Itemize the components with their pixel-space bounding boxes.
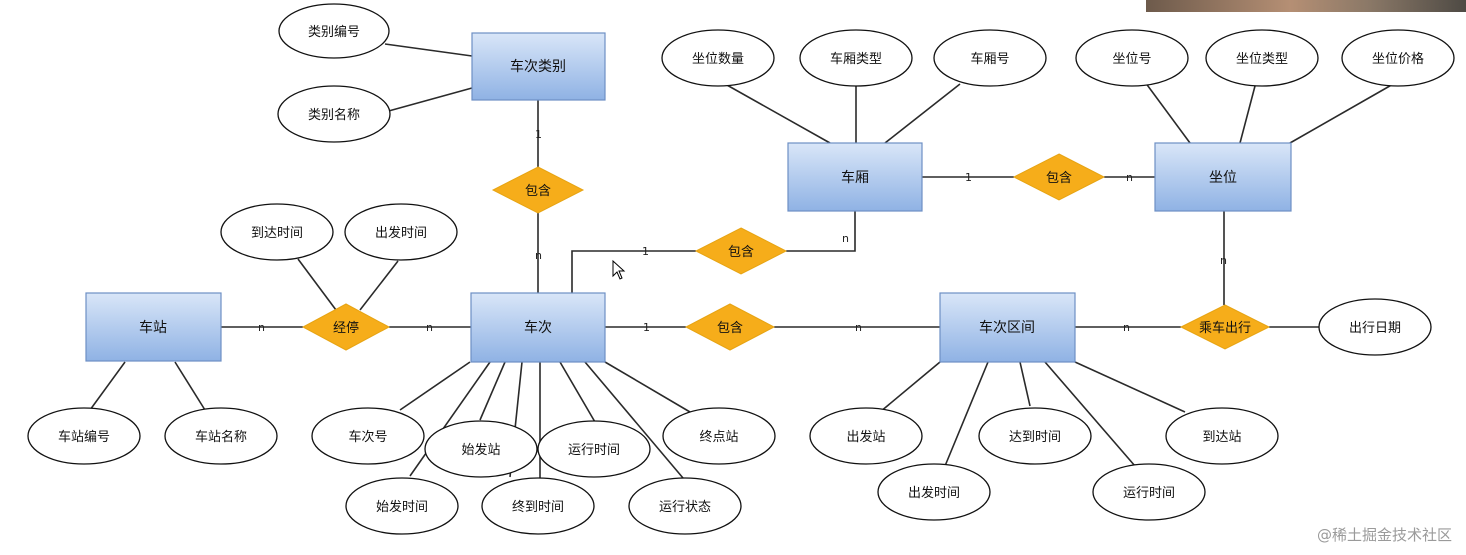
watermark: @稀土掘金技术社区 (1316, 526, 1452, 544)
attribute-origin-time[interactable]: 始发时间 (345, 477, 459, 535)
attribute-label: 出发站 (846, 429, 885, 445)
attribute-label: 坐位类型 (1236, 52, 1288, 67)
attribute-depart-time[interactable]: 出发时间 (344, 203, 458, 261)
entity-label: 坐位 (1209, 170, 1237, 186)
entity-label: 车次 (524, 319, 552, 336)
attribute-run-status[interactable]: 运行状态 (628, 477, 742, 535)
cardinality-one: 1 (642, 245, 649, 258)
attribute-category-no[interactable]: 类别编号 (278, 3, 390, 59)
attribute-label: 到达站 (1202, 430, 1241, 445)
entity-train-category[interactable]: 车次类别 (471, 32, 606, 101)
relationship-label: 经停 (333, 320, 359, 336)
cardinality-one: 1 (965, 171, 972, 184)
cardinality-many: n (426, 321, 433, 334)
cardinality-one: 1 (643, 321, 650, 334)
relationship-category-contains[interactable]: 包含 (491, 166, 585, 214)
entity-segment[interactable]: 车次区间 (939, 292, 1076, 363)
attribute-label: 车站名称 (195, 429, 247, 445)
attribute-category-name[interactable]: 类别名称 (277, 85, 391, 143)
attribute-seg-depart-time[interactable]: 出发时间 (877, 463, 991, 521)
attribute-label: 出行日期 (1349, 321, 1401, 336)
attribute-terminal-time[interactable]: 终到时间 (481, 477, 595, 535)
cardinality-many: n (1220, 254, 1227, 267)
attribute-label: 达到时间 (1009, 430, 1061, 445)
webcam-overlay (1146, 0, 1466, 12)
attribute-label: 运行时间 (1123, 486, 1175, 501)
cardinality-many: n (1126, 171, 1133, 184)
attribute-seg-arrive-time[interactable]: 达到时间 (978, 407, 1092, 465)
relationship-label: 乘车出行 (1199, 320, 1251, 336)
entity-label: 车站 (139, 319, 167, 336)
attribute-terminal-station[interactable]: 终点站 (662, 407, 776, 465)
relationship-label: 包含 (717, 320, 743, 336)
attribute-seg-arrive-station[interactable]: 到达站 (1165, 407, 1279, 465)
attribute-origin-station[interactable]: 始发站 (424, 420, 538, 478)
attribute-run-time[interactable]: 运行时间 (537, 420, 651, 478)
entity-car[interactable]: 车厢 (787, 142, 923, 212)
attribute-label: 出发时间 (908, 485, 960, 501)
relationship-label: 包含 (525, 183, 551, 199)
attribute-label: 类别编号 (308, 25, 360, 40)
attribute-seg-depart-station[interactable]: 出发站 (809, 407, 923, 465)
attribute-label: 出发时间 (375, 225, 427, 241)
attribute-label: 始发站 (461, 442, 500, 458)
attribute-seat-count[interactable]: 坐位数量 (661, 29, 775, 87)
relationship-stop[interactable]: 经停 (301, 303, 391, 351)
entity-station[interactable]: 车站 (85, 292, 222, 362)
attribute-label: 始发时间 (376, 499, 428, 515)
cardinality-labels: 1 n 1 n 1 n n n 1 n n n (258, 128, 1227, 334)
attribute-arrive-time[interactable]: 到达时间 (220, 203, 334, 261)
attribute-travel-date[interactable]: 出行日期 (1318, 298, 1432, 356)
attribute-seat-price[interactable]: 坐位价格 (1341, 29, 1455, 87)
relationship-ride[interactable]: 乘车出行 (1179, 304, 1271, 350)
attribute-label: 坐位数量 (692, 52, 744, 67)
attribute-label: 车厢类型 (830, 51, 882, 67)
attribute-label: 车站编号 (58, 429, 110, 445)
attribute-label: 终点站 (699, 429, 738, 445)
attribute-label: 坐位号 (1112, 52, 1151, 67)
attribute-label: 运行时间 (568, 443, 620, 458)
attribute-car-type[interactable]: 车厢类型 (799, 29, 913, 87)
cardinality-one: 1 (535, 128, 542, 141)
attribute-label: 车厢号 (970, 51, 1009, 67)
cardinality-many: n (258, 321, 265, 334)
attribute-station-no[interactable]: 车站编号 (27, 407, 141, 465)
attribute-station-name[interactable]: 车站名称 (164, 407, 278, 465)
relationship-train-contains-car[interactable]: 包含 (694, 227, 788, 275)
entity-train[interactable]: 车次 (470, 292, 606, 363)
entity-label: 车厢 (841, 169, 869, 186)
relationship-train-contains-segment[interactable]: 包含 (684, 303, 776, 351)
cardinality-many: n (1123, 321, 1130, 334)
attribute-seg-run-time[interactable]: 运行时间 (1092, 463, 1206, 521)
attribute-label: 类别名称 (308, 107, 360, 123)
cardinality-many: n (535, 249, 542, 262)
relationship-label: 包含 (728, 244, 754, 260)
entity-seat[interactable]: 坐位 (1154, 142, 1292, 212)
attribute-seat-no[interactable]: 坐位号 (1075, 29, 1189, 87)
entity-label: 车次区间 (979, 319, 1035, 336)
mouse-cursor-icon (612, 259, 626, 280)
relationship-label: 包含 (1046, 170, 1072, 186)
attribute-seat-type[interactable]: 坐位类型 (1205, 29, 1319, 87)
relationship-car-contains-seat[interactable]: 包含 (1012, 153, 1106, 201)
attribute-label: 到达时间 (251, 226, 303, 241)
attribute-train-no[interactable]: 车次号 (311, 407, 425, 465)
attribute-label: 车次号 (348, 429, 387, 445)
attribute-label: 运行状态 (659, 500, 711, 515)
entity-label: 车次类别 (510, 58, 566, 75)
attribute-label: 终到时间 (512, 499, 564, 515)
attribute-car-no[interactable]: 车厢号 (933, 29, 1047, 87)
attribute-label: 坐位价格 (1372, 51, 1424, 67)
cardinality-many: n (855, 321, 862, 334)
cardinality-many: n (842, 232, 849, 245)
